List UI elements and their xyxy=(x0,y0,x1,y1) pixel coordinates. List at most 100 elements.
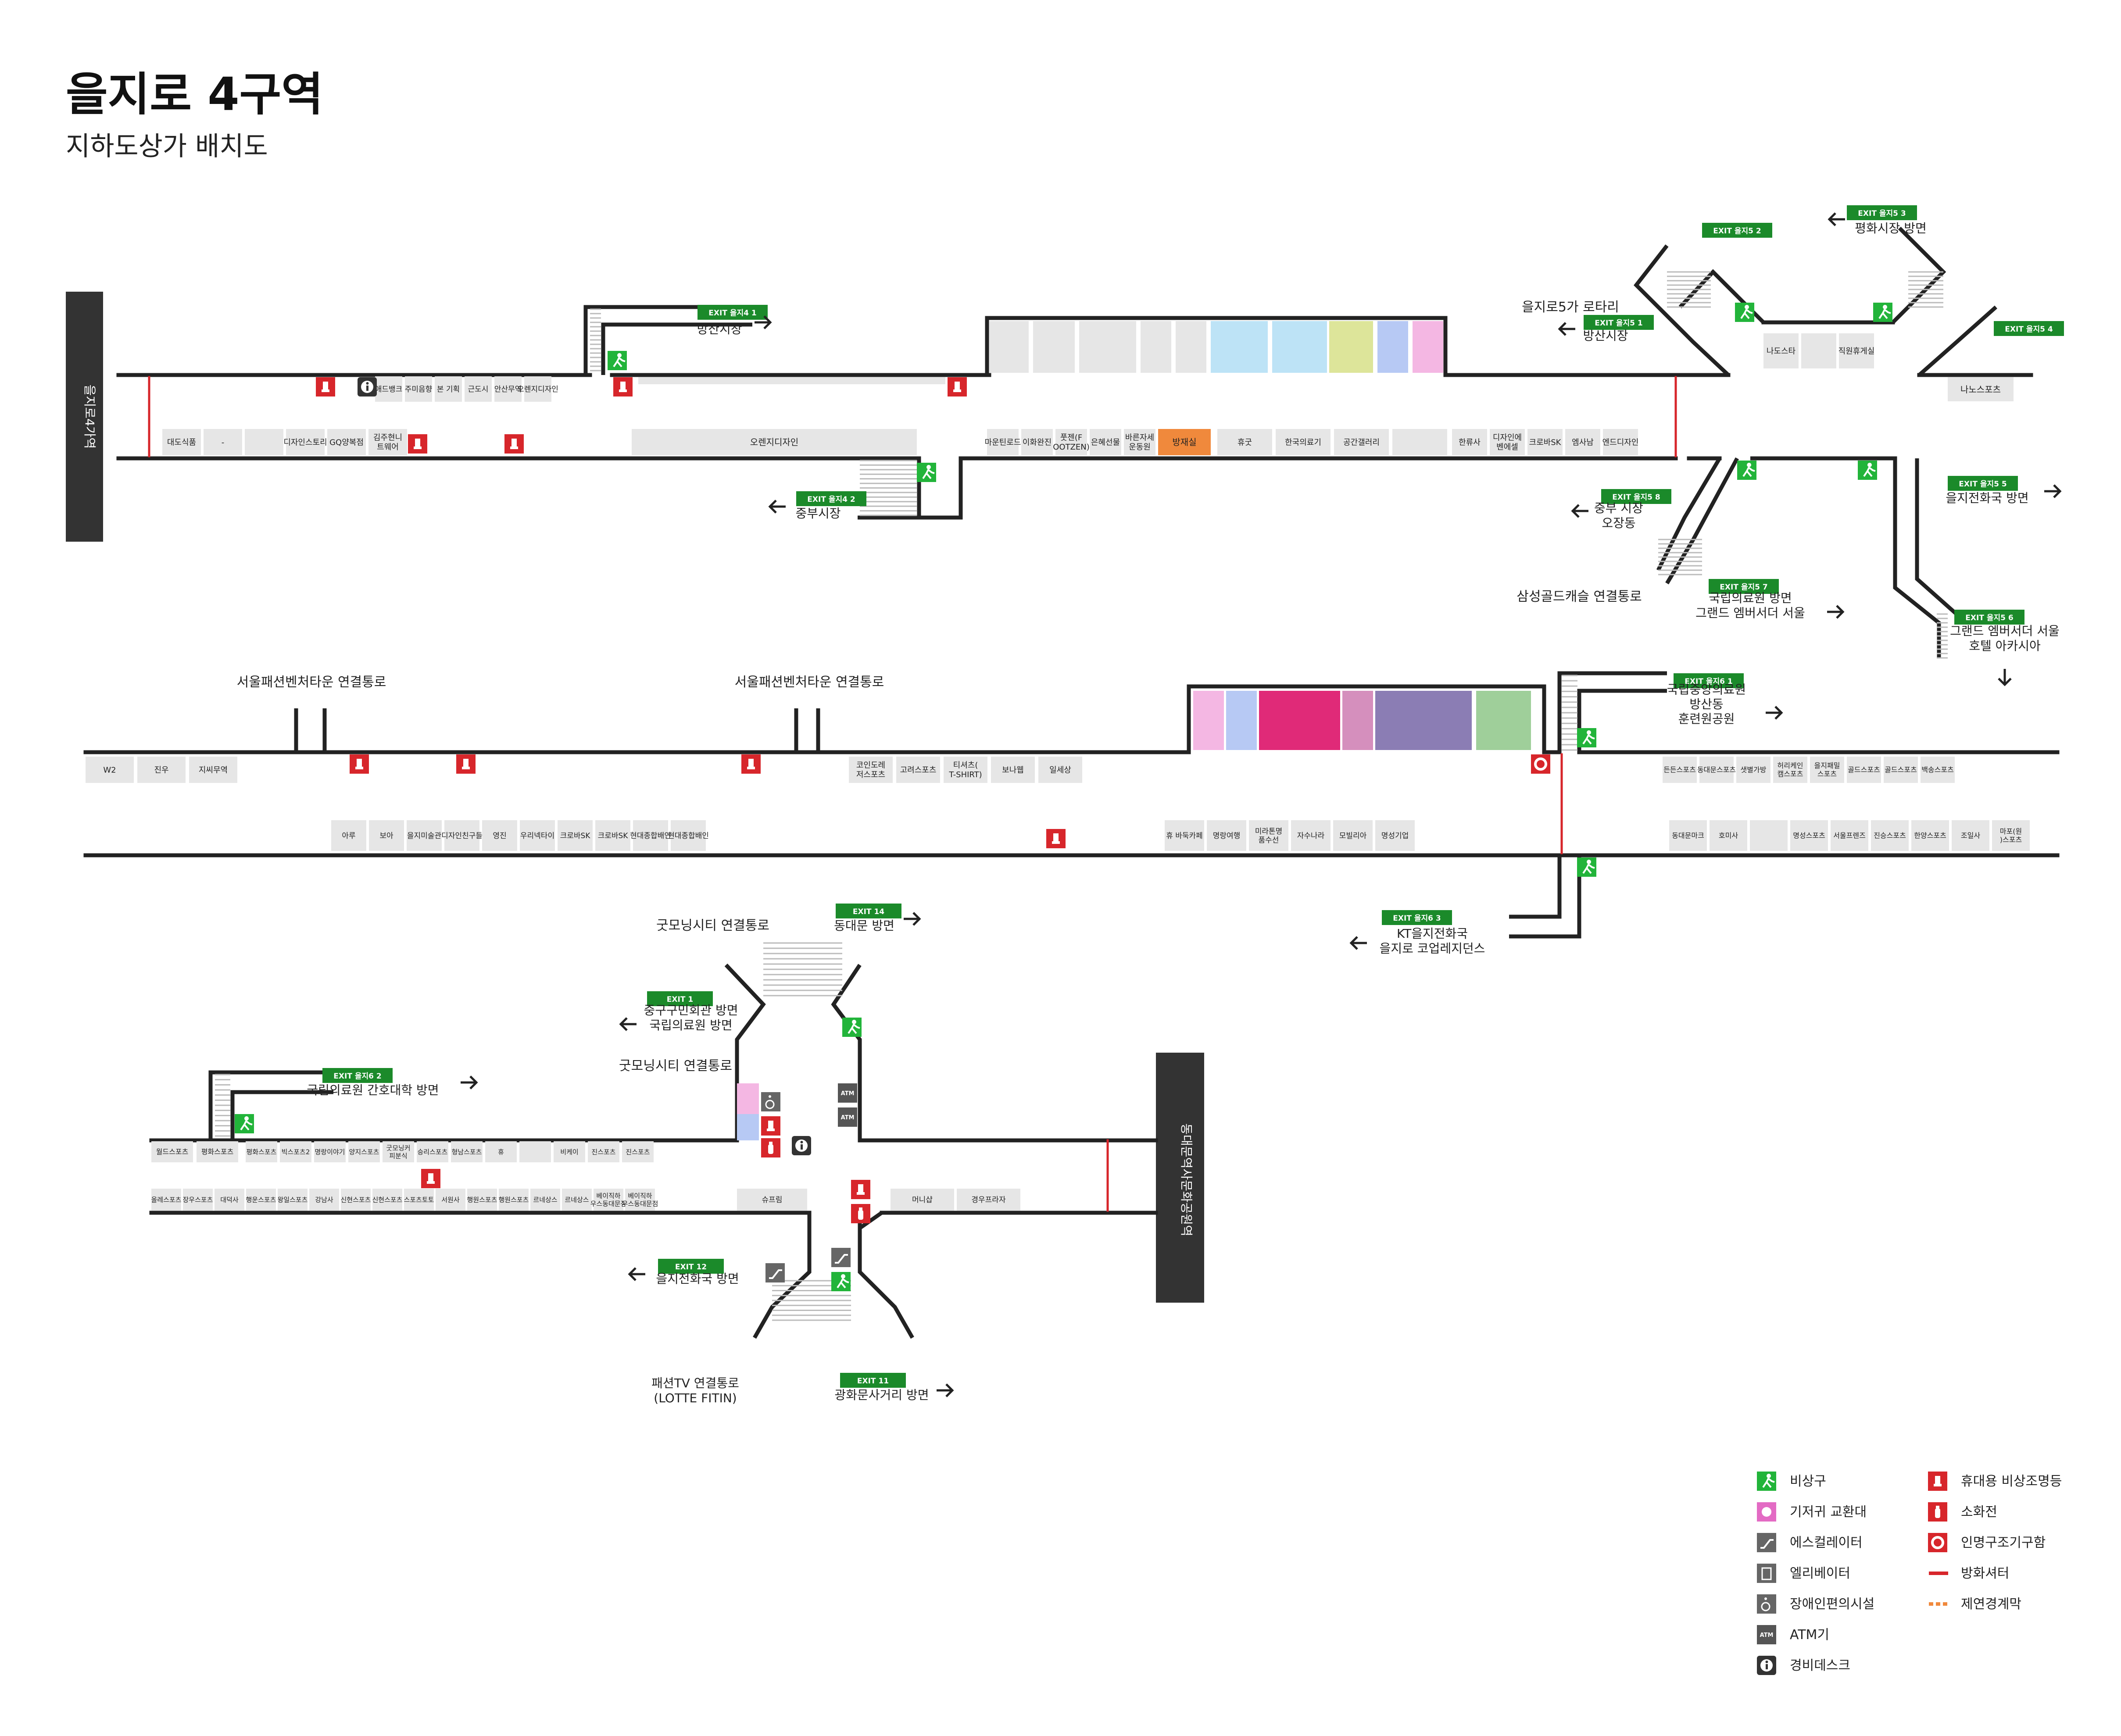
room-block xyxy=(1329,321,1373,373)
exit-e14-arrow-icon xyxy=(904,912,921,926)
shop-m-right-top xyxy=(1736,757,1770,783)
shop-b-bottom xyxy=(246,1189,276,1211)
shop-b-top-2-label: 진스포츠 xyxy=(591,1148,615,1156)
legend-atm-icon-bg xyxy=(1757,1625,1776,1644)
wheel-circle xyxy=(765,1100,775,1109)
exit-figure-body xyxy=(1582,863,1595,874)
shop-b-top-2-label: 비케이 xyxy=(560,1148,578,1156)
room-block-middle xyxy=(1476,691,1531,750)
room-toilet-f xyxy=(737,1083,759,1114)
exit-e1-tag xyxy=(647,991,713,1006)
shop-m-right-bottom-label: 조일사 xyxy=(1961,832,1980,840)
shop-m-top-right xyxy=(849,757,893,783)
shop-m-bottom xyxy=(558,820,593,851)
wall-line xyxy=(858,1211,883,1230)
flashlight-icon xyxy=(948,377,967,396)
wall-line xyxy=(985,316,1689,377)
exit-e63-tag xyxy=(1382,910,1452,925)
legend-label: 엘리베이터 xyxy=(1790,1566,1850,1581)
shop-m-top-right xyxy=(944,757,987,783)
exit-figure-body xyxy=(922,468,935,479)
exit-e11-tag xyxy=(840,1373,906,1388)
shop-m-bottom-right xyxy=(1333,820,1373,851)
shop-b-top-2 xyxy=(622,1141,654,1162)
rotary-label: 을지로5가 로타리 xyxy=(1522,300,1619,315)
stairs-rotary xyxy=(1667,271,1711,308)
legend-label: 비상구 xyxy=(1790,1474,1826,1489)
flashlight-body xyxy=(1935,1476,1940,1485)
legend-label: 경비데스크 xyxy=(1790,1658,1850,1673)
flashlight-icon xyxy=(456,754,476,774)
shop-s2-bottom-mid-label: 휴굿 xyxy=(1238,438,1252,447)
wall-line xyxy=(1509,855,1581,939)
exit-figure-body xyxy=(837,1277,849,1289)
shop-m-right-top xyxy=(1847,757,1881,783)
shop-b-bottom-label: 장우스포츠 xyxy=(182,1196,213,1204)
exit-e51-arrow-icon xyxy=(1558,322,1575,336)
shop-m-right-top-label: 백송스포츠 xyxy=(1921,766,1954,774)
exit-e14-tag xyxy=(836,904,901,918)
shop-b-bottom-label: 올레스포츠 xyxy=(151,1196,181,1204)
flashlight-icon xyxy=(1046,829,1066,848)
shop-m-bottom-label: 현대종합배인 xyxy=(630,832,671,840)
arrow-path xyxy=(768,500,786,514)
info-dot xyxy=(366,382,369,385)
room-block xyxy=(1413,321,1443,373)
flashlight-head xyxy=(953,389,961,392)
shop-b-bottom-label: 왕일스포츠 xyxy=(277,1196,308,1204)
shop-s3 xyxy=(1763,333,1799,368)
shop-m-top-right-label: 고려스포츠 xyxy=(900,765,937,775)
extinguisher-icon xyxy=(851,1204,870,1223)
flashlight-head xyxy=(767,1129,775,1131)
rescue-icon-bg xyxy=(1531,754,1550,774)
legend-rescue-icon-bg xyxy=(1928,1533,1947,1552)
flashlight-body xyxy=(1053,833,1059,842)
shop-s1-bottom xyxy=(327,429,366,455)
legend-label: 인명구조기구함 xyxy=(1961,1535,2046,1550)
exit-figure-head xyxy=(1883,305,1887,309)
exit-figure-head xyxy=(617,353,622,357)
arrow-path xyxy=(1558,322,1575,336)
flashlight-head xyxy=(414,447,422,449)
shop-s2-bottom-right-label: 크로바SK xyxy=(1529,438,1562,447)
info-stem xyxy=(1766,1664,1768,1669)
exit-e53-arrow-icon xyxy=(1828,212,1845,226)
atm-icon-bg xyxy=(838,1083,857,1103)
shop-s3-label: 직원휴게실 xyxy=(1838,346,1875,356)
room-block-middle xyxy=(1259,691,1340,750)
stairs-e56 xyxy=(1937,613,1948,659)
shop-s2-bottom xyxy=(1021,429,1053,455)
station-euljiro4-block xyxy=(66,292,103,542)
escalator-icon-bg xyxy=(765,1263,785,1282)
shop-s2-bottom-mid xyxy=(1392,429,1447,455)
exit-e56-tag-label: EXIT 을지5 6 xyxy=(1965,614,2013,622)
exit-e55-tag-label: EXIT 을지5 5 xyxy=(1959,480,2007,489)
shop-s1-top-label: 오렌지디자인 xyxy=(517,385,558,394)
exit-e58-tag-label: EXIT 을지5 8 xyxy=(1612,493,1660,502)
shop-m-right-bottom xyxy=(1831,820,1868,851)
shop-b-top-2 xyxy=(417,1141,448,1162)
shop-m-bottom-label: 아루 xyxy=(342,832,355,840)
shop-b-top-2-label: 휴 xyxy=(498,1148,504,1156)
wall-line xyxy=(1891,226,1946,324)
legend-label: 장애인편의시설 xyxy=(1790,1597,1874,1612)
exit-e51-tag-label: EXIT 을지5 1 xyxy=(1595,319,1642,328)
shop-m-bottom-right-label: 명랑여행 xyxy=(1213,832,1241,840)
shop-m-bottom-label: 을지미술관 xyxy=(407,832,441,840)
flashlight-icon xyxy=(741,754,761,774)
shop-s2-bottom-mid-label: 공간갤러리 xyxy=(1343,438,1380,447)
exit-figure-head xyxy=(1587,860,1591,864)
shop-m-right-bottom-label: 마포(원)스포츠 xyxy=(2000,827,2022,844)
flashlight-icon xyxy=(851,1180,870,1199)
shop-m-right-bottom-label: 명성스포츠 xyxy=(1793,832,1825,840)
disaster-room-label: 방재실 xyxy=(1172,437,1196,447)
shop-m-top-left xyxy=(86,757,134,783)
extinguisher-top xyxy=(769,1142,773,1144)
shop-m-right-top-label: 골드스포츠 xyxy=(1885,766,1917,774)
wall-line xyxy=(208,1070,333,1140)
rescue-ring xyxy=(1931,1536,1944,1549)
arrow-path xyxy=(1828,212,1845,226)
flashlight-icon xyxy=(761,1116,780,1136)
shop-m-right-top xyxy=(1773,757,1807,783)
